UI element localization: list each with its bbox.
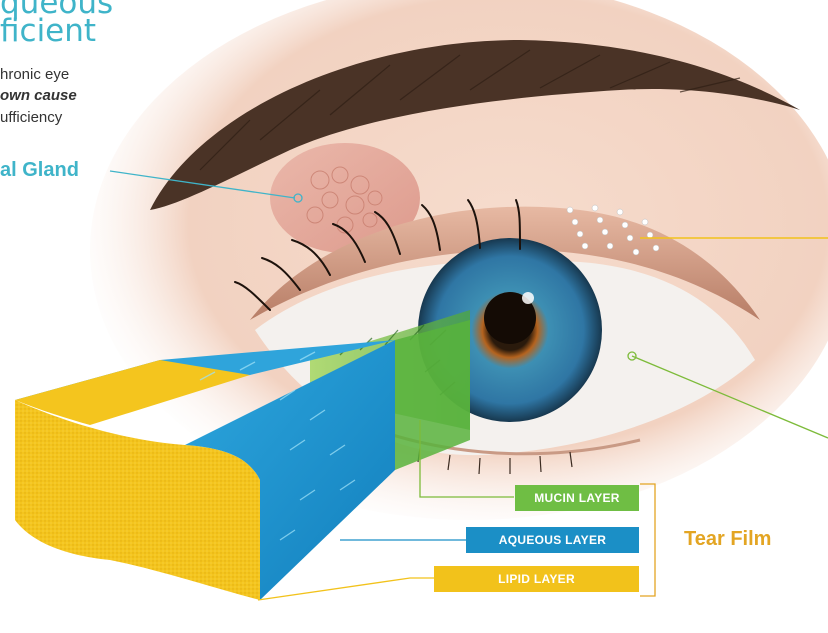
description-line-2: own cause: [0, 88, 77, 103]
lipid-layer-label: LIPID LAYER: [434, 566, 639, 592]
tear-film-bracket: [640, 484, 655, 596]
title-line-2: ficient: [0, 16, 96, 47]
gland-label: al Gland: [0, 159, 79, 182]
aqueous-layer-label: AQUEOUS LAYER: [466, 527, 639, 553]
tear-film-label: Tear Film: [684, 528, 771, 551]
description-line-3: ufficiency: [0, 110, 62, 125]
lipid-pointer: [258, 578, 434, 600]
description-line-1: hronic eye: [0, 67, 69, 82]
mucin-layer-label: MUCIN LAYER: [515, 485, 639, 511]
